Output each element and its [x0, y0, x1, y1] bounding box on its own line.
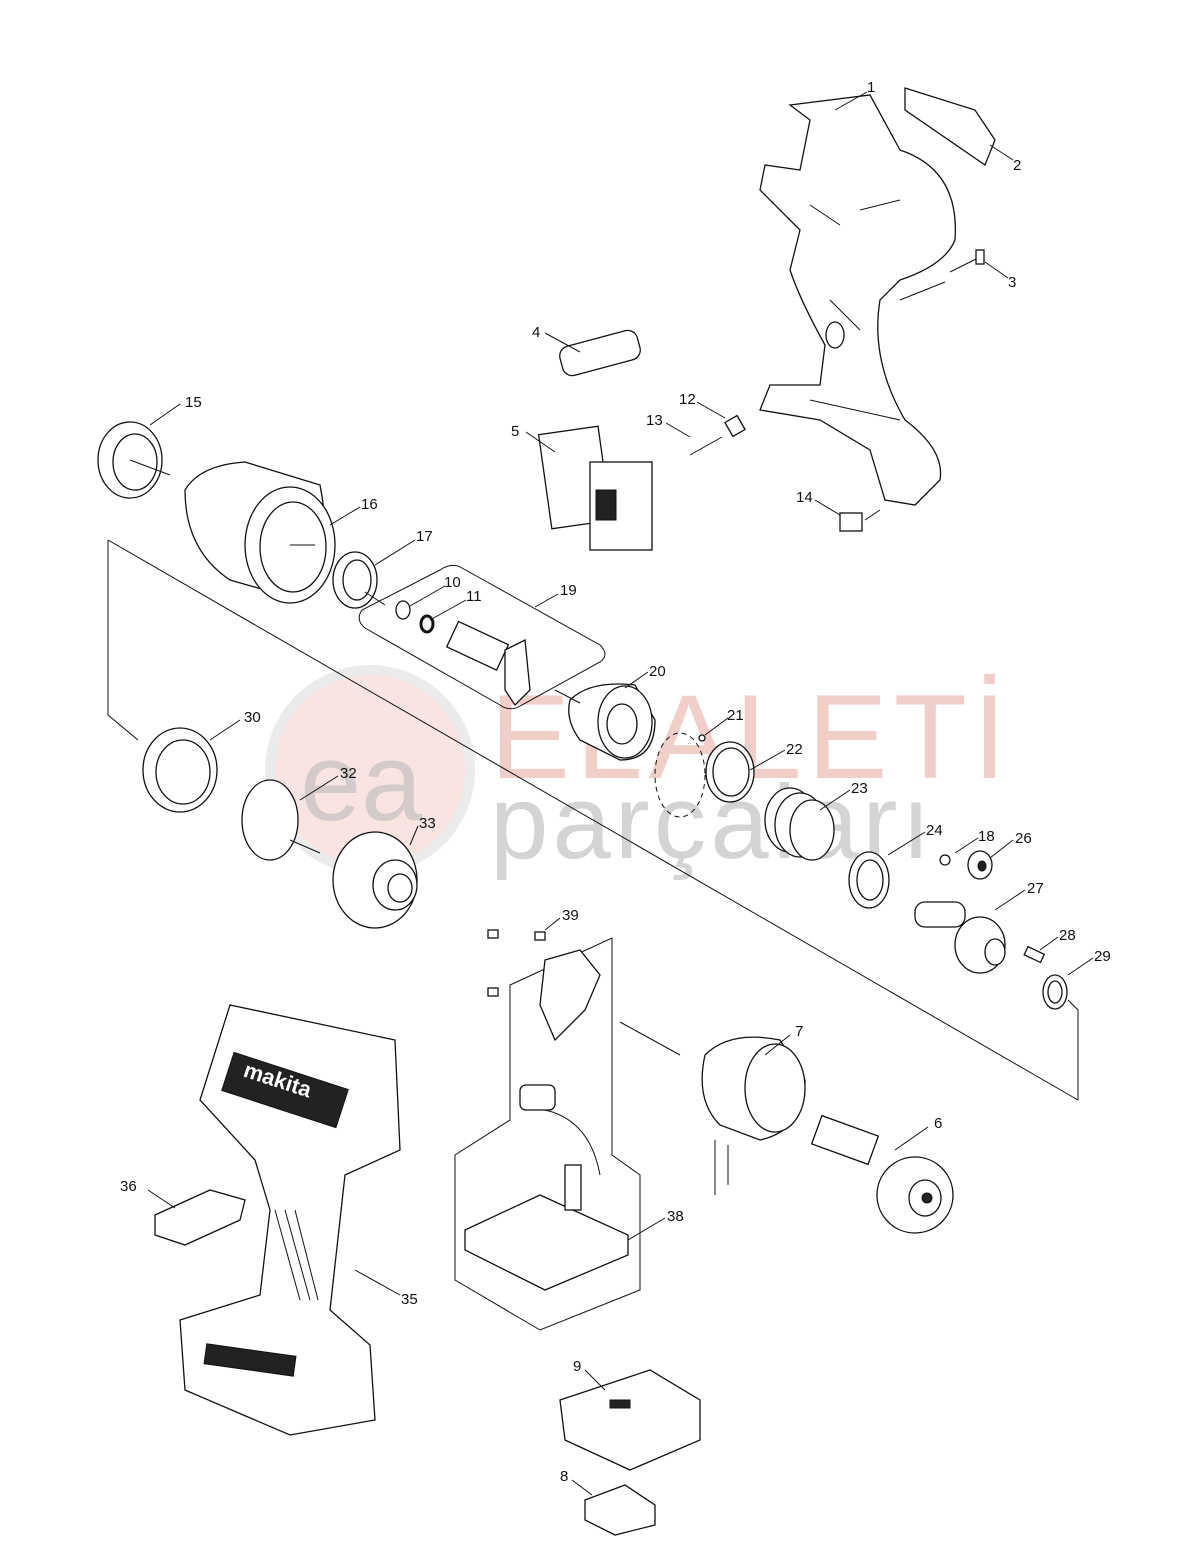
- part-16-hammer-case: [184, 461, 336, 604]
- part-11-o-ring: [419, 614, 435, 634]
- callout-13: 13: [646, 412, 663, 429]
- part-26-gear: [967, 850, 993, 880]
- part-35-housing-complete: makita: [179, 1004, 401, 1436]
- part-10-ring: [395, 600, 411, 620]
- part-23-spring: [764, 787, 835, 861]
- part-9-terminal: [559, 1369, 701, 1471]
- part-8-label: [584, 1484, 656, 1536]
- part-33-cap: [332, 831, 418, 929]
- callout-12: 12: [679, 391, 696, 408]
- part-22-washer: [705, 741, 755, 803]
- part-17-washer: [332, 551, 378, 609]
- callout-35: 35: [401, 1291, 418, 1308]
- part-38-controller: [464, 1084, 629, 1291]
- callout-2: 2: [1013, 157, 1021, 174]
- callout-9: 9: [573, 1358, 581, 1375]
- part-24-washer: [848, 851, 890, 909]
- part-18-ball: [939, 854, 951, 866]
- part-5-switch: [537, 425, 653, 551]
- watermark-logo-gear-icon: [275, 675, 465, 865]
- part-20-hammer: [568, 683, 656, 761]
- callout-19: 19: [560, 582, 577, 599]
- callout-30: 30: [244, 709, 261, 726]
- part-19-anvil: [445, 620, 531, 707]
- callout-21: 21: [727, 707, 744, 724]
- part-6-rotor: [810, 1114, 954, 1234]
- callout-33: 33: [419, 815, 436, 832]
- part-30-ring: [142, 727, 218, 813]
- part-21-ball: [654, 732, 706, 818]
- callout-6: 6: [934, 1115, 942, 1132]
- part-27-spindle: [914, 901, 1006, 974]
- sensor-board: [539, 949, 601, 1042]
- callout-14: 14: [796, 489, 813, 506]
- part-36-cover: [154, 1189, 246, 1246]
- watermark-logo: ea: [300, 721, 423, 844]
- callout-17: 17: [416, 528, 433, 545]
- callout-labels: 1 2 3 4 5 12 13 14 15 16 17 10 11 19 20 …: [120, 79, 1111, 1485]
- part-32-o-ring: [241, 779, 299, 861]
- callout-8: 8: [560, 1468, 568, 1485]
- callout-10: 10: [444, 574, 461, 591]
- callout-7: 7: [795, 1023, 803, 1040]
- callout-27: 27: [1027, 880, 1044, 897]
- callout-26: 26: [1015, 830, 1032, 847]
- part-39-screws: [487, 929, 546, 997]
- callout-1: 1: [867, 79, 875, 96]
- callout-15: 15: [185, 394, 202, 411]
- part-3-screw: [949, 249, 985, 273]
- part-1-housing-half: [759, 94, 957, 506]
- callout-20: 20: [649, 663, 666, 680]
- callout-18: 18: [978, 828, 995, 845]
- callout-38: 38: [667, 1208, 684, 1225]
- part-14-clip: [839, 512, 863, 532]
- assembly-frame-19: [358, 564, 606, 710]
- part-12-13-pin: [689, 414, 746, 456]
- part-2-label-plate: [904, 87, 996, 166]
- part-7-stator: [701, 1036, 806, 1195]
- callout-22: 22: [786, 741, 803, 758]
- part-29-washer: [1042, 974, 1068, 1010]
- callout-36: 36: [120, 1178, 137, 1195]
- callout-3: 3: [1008, 274, 1016, 291]
- assembly-frame-38: [454, 937, 641, 1331]
- callout-24: 24: [926, 822, 943, 839]
- assembly-frame-gear-housing: [107, 540, 139, 741]
- callout-4: 4: [532, 324, 540, 341]
- leader-lines: [129, 91, 1094, 1496]
- part-4-switch-lever: [559, 329, 641, 377]
- callout-5: 5: [511, 423, 519, 440]
- callout-29: 29: [1094, 948, 1111, 965]
- part-28-pin: [1023, 945, 1046, 964]
- callout-32: 32: [340, 765, 357, 782]
- callout-11: 11: [466, 588, 482, 605]
- callout-16: 16: [361, 496, 378, 513]
- callout-23: 23: [851, 780, 868, 797]
- callout-39: 39: [562, 907, 579, 924]
- callout-28: 28: [1059, 927, 1076, 944]
